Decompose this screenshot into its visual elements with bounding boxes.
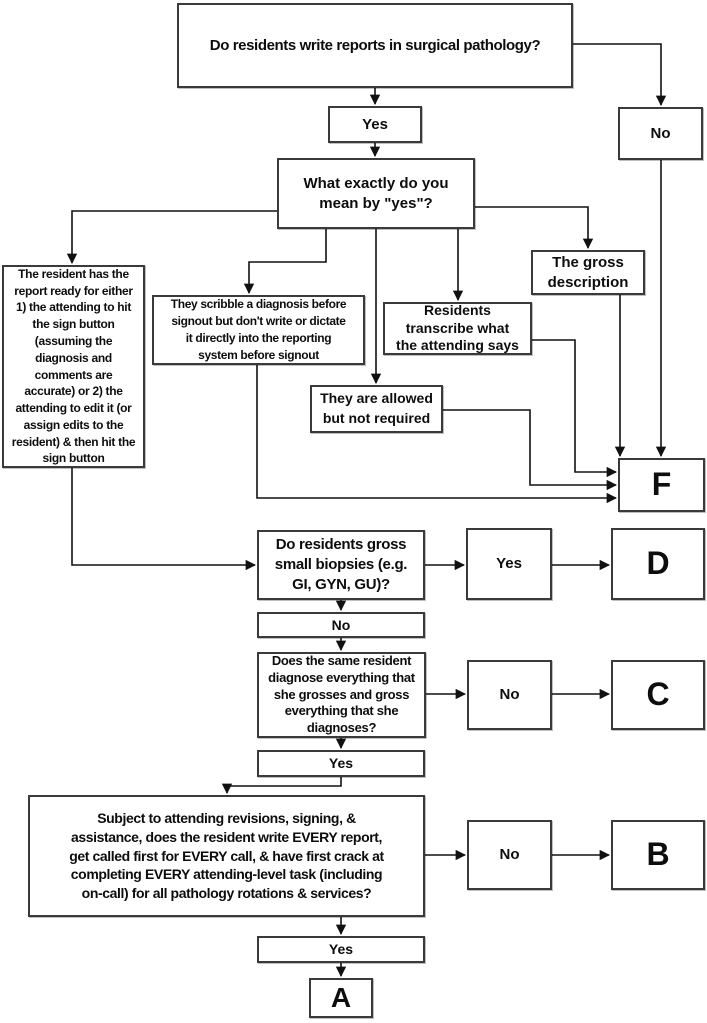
node-label: B	[646, 836, 670, 873]
node-no-every: No	[467, 820, 552, 890]
node-no-top: No	[618, 107, 703, 160]
node-label: No	[331, 616, 351, 633]
node-label: They scribble a diagnosis before signout…	[170, 297, 347, 362]
edge-write-to-no	[573, 43, 667, 107]
node-yes-biopsies: Yes	[466, 528, 552, 600]
edge-scribble-to-f	[256, 365, 618, 504]
node-label: The resident has the report ready for ei…	[11, 266, 136, 466]
node-q-same-resident: Does the same resident diagnose everythi…	[257, 652, 426, 738]
edge-ready-to-biopsies	[71, 468, 257, 571]
node-label: Yes	[496, 555, 522, 573]
node-no-biopsies: No	[257, 612, 425, 638]
node-label: No	[499, 686, 520, 704]
edge-transcribe-to-f	[532, 339, 618, 478]
node-label: Yes	[328, 941, 354, 958]
node-outcome-d: D	[611, 528, 705, 600]
node-label: Does the same resident diagnose everythi…	[268, 652, 415, 736]
node-yes-same: Yes	[257, 750, 425, 777]
node-gross-description: The gross description	[531, 250, 645, 295]
node-residents-transcribe: Residents transcribe what the attending …	[383, 302, 532, 355]
edge-mean-to-scribble	[243, 229, 327, 295]
edge-mean-to-ready	[66, 210, 277, 265]
node-yes-top: Yes	[328, 106, 422, 143]
node-label: Yes	[328, 755, 354, 772]
node-label: Subject to attending revisions, signing,…	[69, 810, 384, 902]
node-label: What exactly do you mean by "yes"?	[303, 175, 449, 212]
node-yes-every: Yes	[257, 936, 425, 963]
node-label: F	[651, 466, 672, 503]
node-label: No	[499, 846, 520, 864]
node-outcome-f: F	[618, 458, 705, 512]
node-resident-report-ready: The resident has the report ready for ei…	[2, 265, 145, 468]
edge-mean-to-gross	[475, 206, 594, 250]
node-outcome-a: A	[309, 978, 373, 1018]
node-label: C	[646, 676, 670, 713]
node-allowed-not-required: They are allowed but not required	[310, 385, 443, 433]
node-scribble-diagnosis: They scribble a diagnosis before signout…	[152, 295, 365, 365]
node-label: The gross description	[547, 254, 629, 291]
node-label: Do residents gross small biopsies (e.g. …	[274, 535, 408, 594]
node-label: Yes	[362, 115, 388, 133]
node-q-write-reports: Do residents write reports in surgical p…	[177, 3, 573, 88]
node-label: No	[650, 124, 671, 142]
node-q-mean-yes: What exactly do you mean by "yes"?	[277, 158, 475, 229]
edge-yes-to-every	[221, 777, 342, 795]
node-outcome-c: C	[611, 660, 705, 730]
node-label: They are allowed but not required	[320, 390, 433, 426]
node-q-gross-biopsies: Do residents gross small biopsies (e.g. …	[257, 530, 425, 600]
node-label: D	[646, 545, 670, 582]
edge-allowed-to-f	[443, 409, 618, 491]
node-no-same: No	[467, 660, 552, 730]
node-label: Residents transcribe what the attending …	[396, 302, 519, 354]
node-label: Do residents write reports in surgical p…	[209, 36, 541, 54]
node-outcome-b: B	[611, 820, 705, 890]
node-q-every-task: Subject to attending revisions, signing,…	[28, 795, 425, 917]
node-label: A	[330, 981, 352, 1013]
